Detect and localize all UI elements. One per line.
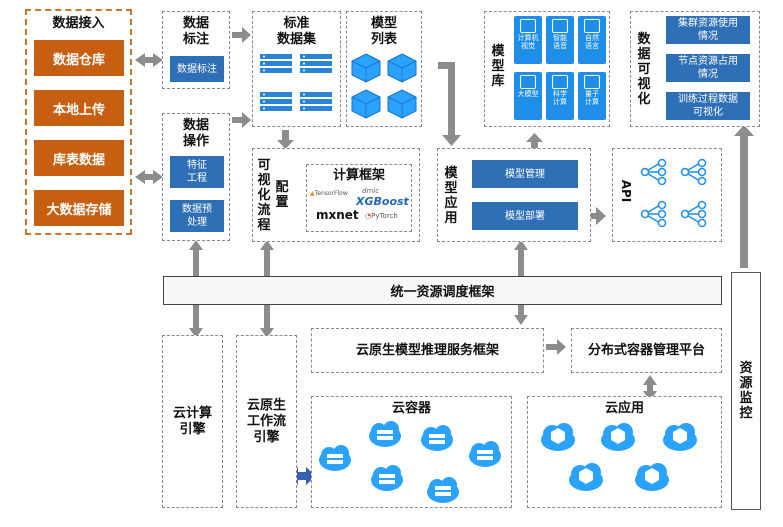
cube-cloud-icon [635,463,669,491]
server-cloud-icon [421,425,453,451]
cluster-usage-button[interactable]: 集群资源使用 情况 [666,16,750,44]
pytorch-logo: ◔PyTorch [365,212,398,220]
operation-title: 数据 操作 [182,118,209,149]
cube-cloud-icon [541,423,575,451]
model-app-title: 模型应用 [444,166,458,226]
double-arrow-access-operation [135,170,163,184]
mxnet-logo: mxnet [316,208,359,222]
chip-icon [584,75,600,89]
container-platform-title: 分布式容器管理平台 [587,342,705,358]
unified-scheduler-bar: 统一资源调度框架 [163,276,722,305]
arrow-operation-dataset [232,112,251,128]
arrow-dataset-down [277,130,294,149]
arrow-modellist-modelapp [438,62,461,146]
local-upload-button[interactable]: 本地上传 [34,90,124,126]
tile-nlp[interactable]: 自然 语言 [578,16,606,64]
cube-cloud-icon [569,463,603,491]
xgboost-logo: XGBoost [356,195,409,208]
server-cloud-icon [369,421,401,447]
arrow-inference-platform [546,339,566,355]
model-list-title: 模型 列表 [370,16,397,47]
compute-framework-title: 计算框架 [332,168,385,183]
arrow-annotation-dataset [232,27,251,43]
tile-large-model[interactable]: 大模型 [514,72,542,120]
arrow-modelapp-repo [526,133,543,152]
cube-cloud-icon [601,423,635,451]
app-clouds [541,423,697,491]
training-viz-button[interactable]: 训练过程数据 可视化 [666,92,750,120]
tile-cv[interactable]: 计算机 视觉 [514,16,542,64]
compute-framework-panel: 计算框架 [306,164,412,232]
server-cloud-icon [371,465,403,491]
api-title: API [619,179,633,203]
cloud-container-title: 云容器 [391,401,431,416]
tile-speech[interactable]: 智能 语音 [546,16,574,64]
tile-quantum[interactable]: 量子 计算 [578,72,606,120]
network-icon [520,75,536,89]
cloud-compute-title: 云计算 引擎 [172,405,212,437]
cloud-app-panel: 云应用 [527,396,722,508]
chat-icon [552,19,568,33]
resource-monitor-panel: 资源监控 [731,272,761,510]
cloud-app-title: 云应用 [604,401,644,416]
model-repo-title: 模型库 [491,44,505,89]
inference-framework-title: 云原生模型推理服务框架 [355,342,499,358]
cloud-workflow-title: 云原生 工作流 引擎 [246,397,286,445]
cube-cloud-icon [663,423,697,451]
big-data-storage-button[interactable]: 大数据存储 [34,190,124,226]
server-cloud-icon [427,477,459,503]
cloud-workflow-panel: 云原生 工作流 引擎 [236,335,297,508]
standard-dataset-title: 标准 数据集 [276,16,316,47]
data-access-title: 数据接入 [52,16,105,31]
database-icon [260,54,332,111]
double-arrow-access-annotation [135,53,163,67]
tensorflow-logo: ▲TensorFlow [310,190,348,197]
feature-engineering-button[interactable]: 特征 工程 [170,156,224,188]
server-cloud-icon [469,441,501,467]
tile-science[interactable]: 科学 计算 [546,72,574,120]
arrow-monitor-viz [734,125,754,268]
visual-flow-title: 可视化流程 [257,158,271,233]
model-management-button[interactable]: 模型管理 [472,160,578,188]
node-usage-button[interactable]: 节点资源占用 情况 [666,54,750,82]
tile-nlp-label: 自然 语言 [585,34,599,50]
table-data-button[interactable]: 库表数据 [34,140,124,176]
tile-cv-label: 计算机 视觉 [517,34,539,50]
chart-icon [552,75,568,89]
tile-speech-label: 智能 语音 [553,34,567,50]
data-labeling-button[interactable]: 数据标注 [170,56,224,82]
pytorch-label: PyTorch [371,212,398,220]
container-clouds [319,421,501,503]
container-platform-panel: 分布式容器管理平台 [571,328,722,373]
double-arrow-platform-app [643,375,657,401]
tile-quantum-label: 量子 计算 [585,90,599,106]
tile-science-label: 科学 计算 [553,90,567,106]
text-icon [584,19,600,33]
dmlc-label: dmlc [362,187,380,195]
model-cubes-icon [351,53,417,119]
data-warehouse-button[interactable]: 数据仓库 [34,40,124,76]
dataset-icons [258,52,336,122]
preprocessing-button[interactable]: 数据预 处理 [170,200,224,232]
api-share-icons [640,158,707,228]
tensorflow-label: TensorFlow [314,190,348,197]
data-access-panel: 数据接入 [25,9,132,235]
eye-icon [520,19,536,33]
tile-large-model-label: 大模型 [517,90,539,98]
model-deploy-button[interactable]: 模型部署 [472,202,578,230]
inference-framework-panel: 云原生模型推理服务框架 [311,328,544,373]
server-cloud-icon [319,445,351,471]
annotation-title: 数据 标注 [182,16,209,47]
config-title: 配置 [275,180,289,210]
cloud-compute-panel: 云计算 引擎 [162,335,223,508]
arrow-modelapp-api [582,207,606,225]
resource-monitor-title: 资源监控 [739,361,753,421]
data-viz-title: 数据可视化 [637,32,651,107]
